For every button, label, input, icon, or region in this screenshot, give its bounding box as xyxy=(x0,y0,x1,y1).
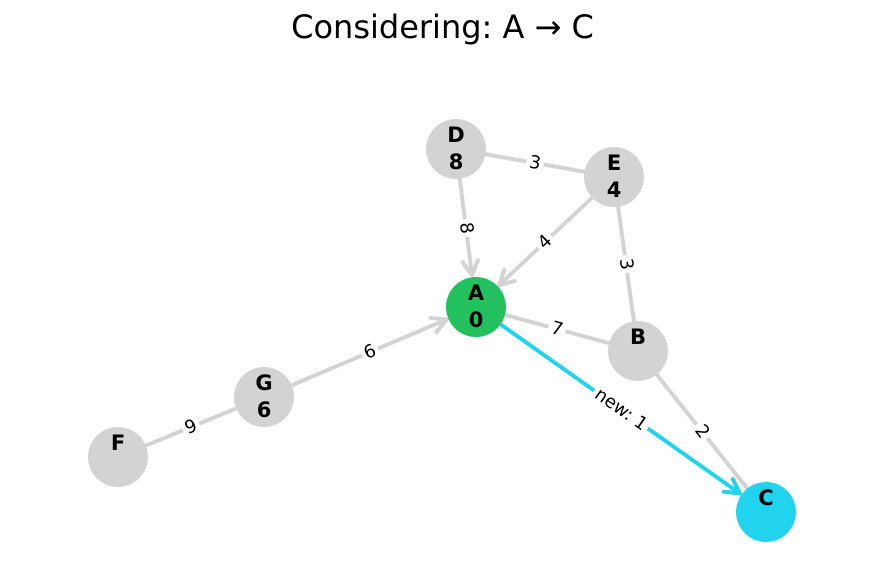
edge-label-bg xyxy=(687,417,717,446)
edge-label-group: 8 xyxy=(453,217,479,239)
edge-E-A: 4 xyxy=(496,196,594,288)
edge-label-group: 3 xyxy=(613,253,639,275)
edge-weight-label: 3 xyxy=(528,152,543,175)
edge-weight-label: new: 1 xyxy=(591,384,652,435)
node-name-label: F xyxy=(111,431,125,455)
node-A[interactable]: A0 xyxy=(446,277,506,337)
edge-G-A: 6 xyxy=(290,315,451,388)
edge-label-group: 2 xyxy=(687,417,717,446)
diagram-title: Considering: A → C xyxy=(291,8,594,46)
edge-label-group: 3 xyxy=(524,150,546,176)
node-name-label: A xyxy=(468,281,485,305)
edge-label-bg xyxy=(613,253,639,275)
edge-label-bg xyxy=(453,217,479,239)
arrowhead xyxy=(721,477,744,496)
node-distance-label: 6 xyxy=(257,398,272,422)
edge-D-A: 8 xyxy=(453,178,480,280)
edge-label-group: 4 xyxy=(530,227,560,257)
edge-label-group: 6 xyxy=(357,338,383,366)
node-name-label: B xyxy=(630,325,646,349)
edge-weight-label: 7 xyxy=(549,317,566,340)
edge-label-bg xyxy=(524,150,546,176)
arrowhead xyxy=(496,267,517,288)
node-circle xyxy=(88,427,148,487)
edge-label-bg xyxy=(178,413,204,441)
node-F[interactable]: F xyxy=(88,427,148,487)
node-name-label: C xyxy=(758,486,773,510)
node-circle xyxy=(234,367,294,427)
edge-label-group: 7 xyxy=(545,315,569,343)
node-name-label: E xyxy=(607,151,621,175)
edge-label-bg xyxy=(357,338,383,366)
edge-label-bg xyxy=(587,381,655,438)
node-distance-label: 8 xyxy=(449,150,464,174)
arrowhead xyxy=(460,258,480,280)
node-distance-label: 4 xyxy=(607,178,622,202)
node-distance-label: 0 xyxy=(469,308,484,332)
node-G[interactable]: G6 xyxy=(234,367,294,427)
edges-layer: 3 8 4 3 7 2 6 9 new: 1 xyxy=(117,147,768,514)
edge-B-C: 2 xyxy=(636,349,768,514)
edge-label-bg xyxy=(530,227,560,257)
node-B[interactable]: B xyxy=(608,321,668,381)
node-D[interactable]: D8 xyxy=(426,119,486,179)
node-circle xyxy=(426,119,486,179)
node-C[interactable]: C xyxy=(736,482,796,542)
node-E[interactable]: E4 xyxy=(584,147,644,207)
node-circle xyxy=(584,147,644,207)
edge-weight-label: 8 xyxy=(455,221,477,235)
node-name-label: G xyxy=(255,371,272,395)
edge-label-group: new: 1 xyxy=(587,381,655,438)
node-name-label: D xyxy=(447,123,464,147)
edge-label-bg xyxy=(545,315,569,343)
node-circle xyxy=(608,321,668,381)
edge-weight-label: 3 xyxy=(615,257,637,271)
node-circle xyxy=(446,277,506,337)
node-circle xyxy=(736,482,796,542)
edge-label-group: 9 xyxy=(178,413,204,441)
arrowhead xyxy=(428,315,451,335)
